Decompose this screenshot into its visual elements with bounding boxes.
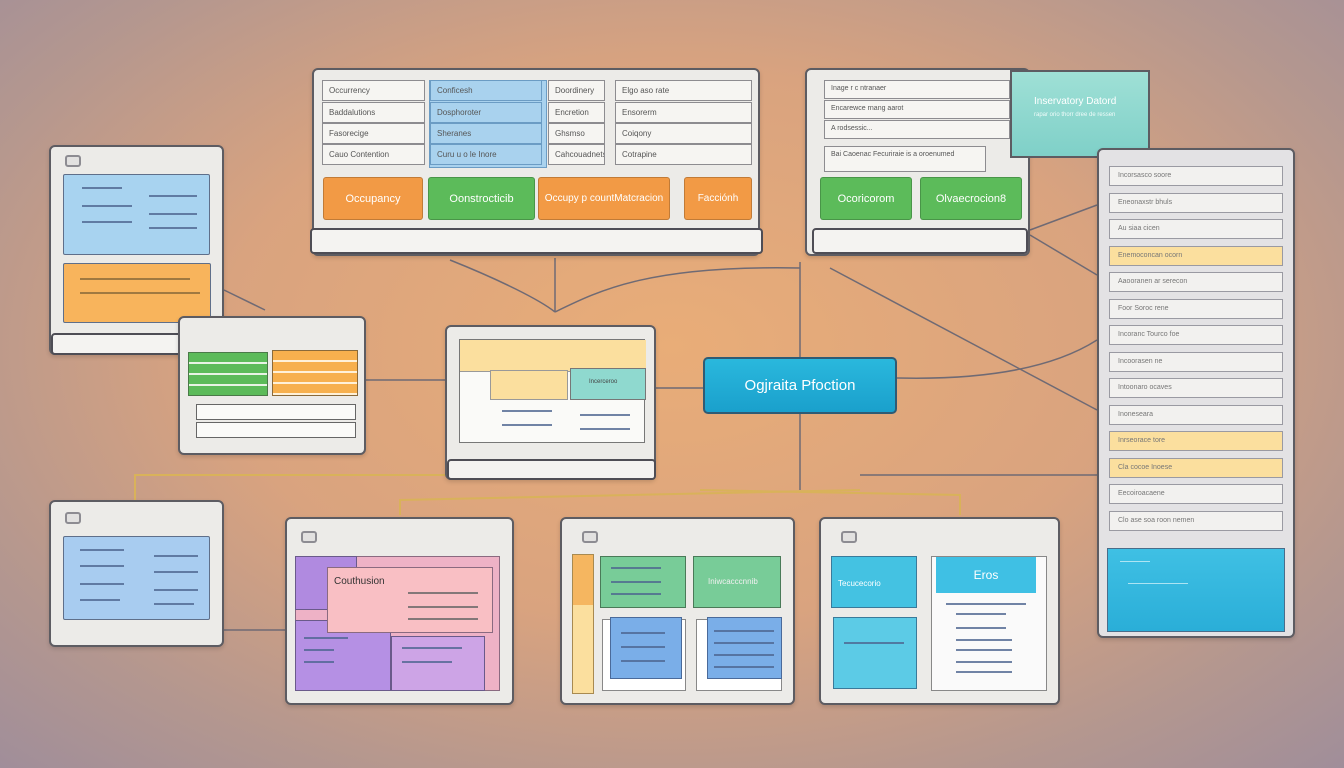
window-button-icon[interactable] [582,531,598,543]
cards-panel: Iniwcacccnnib [560,517,795,705]
table-cell[interactable]: Curu u o le Inore [430,144,542,165]
bottom-left-panel [49,500,224,647]
inventory-subtitle: rapar orio thorr dree de ressen [1034,112,1116,118]
list-summary-card [1107,548,1285,632]
table-cell[interactable]: Encretion [548,102,605,123]
list-item[interactable]: Inoneseara [1109,404,1283,425]
window-button-icon[interactable] [65,155,81,167]
window-button-icon[interactable] [841,531,857,543]
blue-card [63,174,210,255]
table-cell[interactable]: Elgo aso rate [615,80,752,101]
window-button-icon[interactable] [65,512,81,524]
list-item[interactable]: Clo ase soa roon nemen [1109,510,1283,531]
occupy-count-button[interactable]: Occupy p countMatcracion [538,177,670,220]
list-item[interactable]: Enemoconcan ocorn [1109,245,1283,266]
occupancy-button[interactable]: Occupancy [323,177,423,220]
blue-card [707,617,782,679]
list-item[interactable]: Aaooranen ar serecon [1109,272,1283,292]
orange-stack [272,350,358,396]
form-row[interactable]: Bai Caoenac Fecuriraie is a oroenumed [824,146,986,172]
list-item[interactable]: Eneonaxstr bhuls [1109,192,1283,213]
conclusion-card: Couthusion [327,567,493,633]
construction-button[interactable]: Oonstrocticib [428,177,535,220]
table-cell[interactable]: Cotrapine [615,144,752,165]
scroll-rail[interactable] [572,554,594,694]
blue-card [610,617,682,679]
green-card-label: Iniwcacccnnib [708,577,758,586]
window-button-icon[interactable] [301,531,317,543]
document-label: Incerceroo [589,379,618,385]
list-item[interactable]: Au siaa cicen [1109,219,1283,239]
list-item[interactable]: Incorsasco soore [1109,166,1283,186]
eros-title: Eros [936,557,1036,593]
table-cell[interactable]: Dosphoroter [430,102,542,123]
eros-panel: Tecucecorio Eros [819,517,1060,705]
table-cell[interactable]: Occurrency [322,80,425,101]
table-cell[interactable]: Ensorerm [615,102,752,123]
right-panel-footer [812,228,1028,254]
center-panel-footer [447,459,656,480]
inventory-title: Inservatory Datord [1034,96,1117,107]
table-cell[interactable]: Cahcouadnets [548,144,605,165]
list-item[interactable]: Cla cocoe Inoese [1109,457,1283,478]
green-stack [188,352,268,396]
list-item[interactable]: Incoranc Tourco foe [1109,325,1283,345]
table-cell[interactable]: Coiqony [615,123,752,144]
inventory-card: Inservatory Datord rapar orio thorr dree… [1010,70,1150,158]
stack-item [196,422,356,438]
table-cell[interactable]: Sheranes [430,123,542,144]
cyan-card: Tecucecorio [831,556,917,608]
list-item[interactable]: Incoorasen ne [1109,351,1283,372]
ocoricorom-button[interactable]: Ocoricorom [820,177,912,220]
eros-document: Eros [931,556,1047,691]
green-card: Iniwcacccnnib [693,556,781,608]
form-row[interactable]: Inage r c ntranaer [824,80,1010,99]
olvaecrocion-button[interactable]: Olvaecrocion8 [920,177,1022,220]
form-row[interactable]: Encarewce rnang aarot [824,100,1010,119]
cyan-card-label: Tecucecorio [838,579,881,588]
center-document-panel: Incerceroo [445,325,656,480]
form-row[interactable]: A rodsessic... [824,120,1010,139]
top-panel-footer [310,228,763,254]
table-cell[interactable]: Fasorecige [322,123,425,144]
table-cell[interactable]: Cauo Contention [322,144,425,165]
table-cell[interactable]: Conficesh [430,80,542,101]
blue-card [63,536,210,620]
table-cell[interactable]: Baddalutions [322,102,425,123]
left-card-panel [49,145,224,355]
list-item[interactable]: Foor Soroc rene [1109,298,1283,319]
table-cell[interactable]: Doordinery [548,80,605,101]
orange-card [63,263,211,323]
stack-item [196,404,356,420]
stack-panel [178,316,366,455]
list-item[interactable]: Inrseorace tore [1109,431,1283,451]
table-cell[interactable]: Ghsmso [548,123,605,144]
conclusion-panel: Couthusion [285,517,514,705]
faction-button[interactable]: Facciónh [684,177,752,220]
list-item[interactable]: Intoonaro ocaves [1109,378,1283,398]
conclusion-title: Couthusion [334,576,385,587]
integration-function-button[interactable]: Ogjraita Pfoction [703,357,897,414]
list-item[interactable]: Eecoiroacaene [1109,484,1283,504]
document-view: Incerceroo [459,339,646,443]
